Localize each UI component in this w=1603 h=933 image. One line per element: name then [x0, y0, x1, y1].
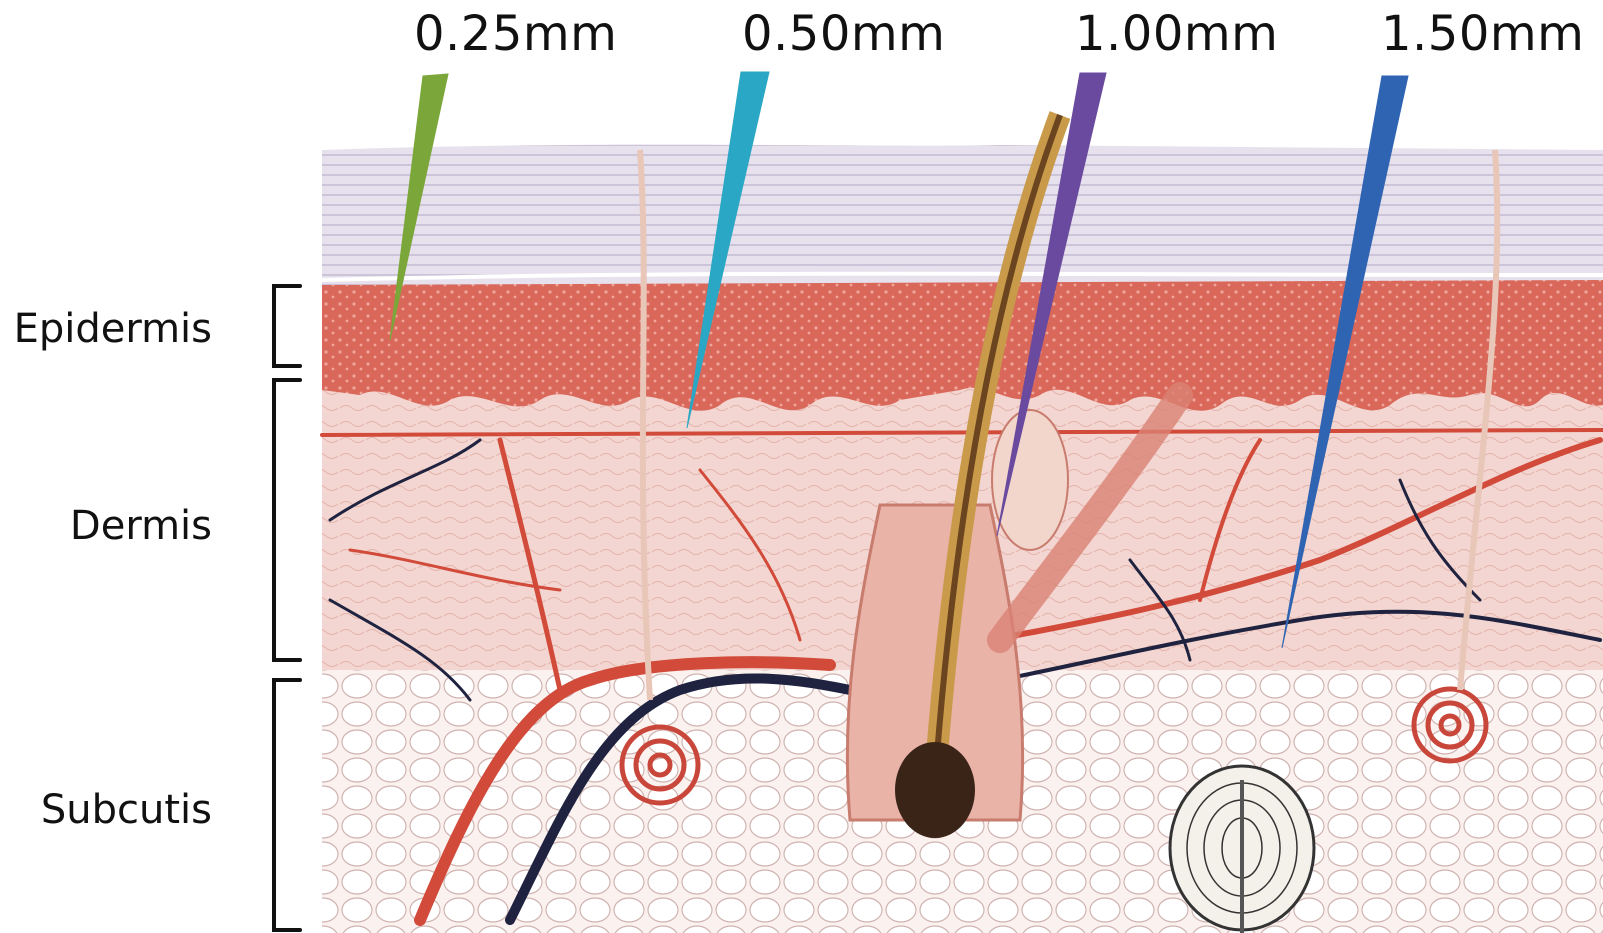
- layer-label-dermis: Dermis: [0, 503, 212, 549]
- layer-brackets: [274, 286, 300, 930]
- epidermis-bracket: [274, 286, 300, 366]
- layer-label-epidermis: Epidermis: [0, 306, 212, 352]
- needle-label-1-00mm: 1.00mm: [1075, 6, 1278, 62]
- sebaceous-gland: [992, 410, 1068, 550]
- subcutis-bracket: [274, 680, 300, 930]
- layer-label-subcutis: Subcutis: [0, 787, 212, 833]
- stratum-corneum: [322, 145, 1603, 285]
- needle-label-0-25mm: 0.25mm: [414, 6, 617, 62]
- pacinian-corpuscle: [1170, 766, 1314, 933]
- dermis-bracket: [274, 380, 300, 660]
- hair-bulb: [895, 742, 975, 838]
- needle-label-0-50mm: 0.50mm: [742, 6, 945, 62]
- needle-label-1-50mm: 1.50mm: [1381, 6, 1584, 62]
